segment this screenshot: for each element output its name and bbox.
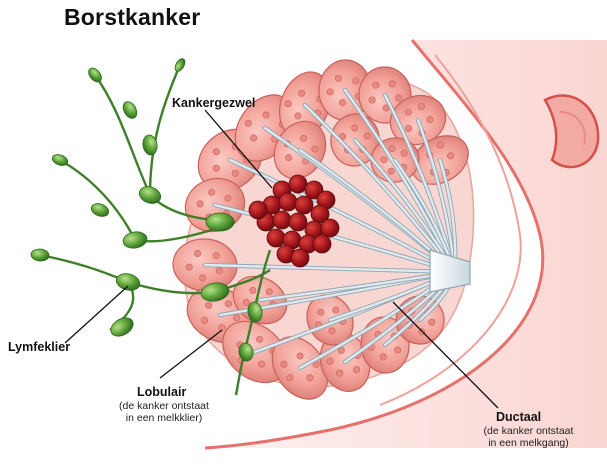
lobular-label: Lobulair <box>137 385 186 399</box>
leader-lobular <box>160 330 222 378</box>
lobular-description: (de kanker ontstaat in een melkklier) <box>84 400 244 424</box>
tumor-cell <box>291 249 309 267</box>
tumor-cell <box>313 235 331 253</box>
ductal-description: (de kanker ontstaat in een melkgang) <box>456 425 601 449</box>
page-title: Borstkanker <box>64 4 200 31</box>
tumor-cell <box>289 175 307 193</box>
lymph-node <box>173 57 187 73</box>
lymph-node <box>108 314 137 340</box>
tumor-cell <box>321 219 339 237</box>
lymph-node <box>86 66 104 85</box>
tumor-cell <box>279 193 297 211</box>
tumor-cell <box>267 229 285 247</box>
tumor-cell <box>273 211 291 229</box>
lymph-node-label: Lymfeklier <box>8 340 70 354</box>
lymph-node <box>122 230 148 250</box>
lymph-node <box>114 271 141 293</box>
tumor-cell <box>249 201 267 219</box>
lymph-node <box>89 201 110 218</box>
ductal-label: Ductaal <box>496 410 541 424</box>
lymph-node <box>120 99 139 121</box>
ductal-description-line1: (de kanker ontstaat <box>456 425 601 437</box>
lymph-node <box>31 248 50 262</box>
tumor-cell <box>289 213 307 231</box>
tumor-label: Kankergezwel <box>172 96 255 110</box>
ductal-description-line2: in een melkgang) <box>456 437 601 449</box>
tumor-cell <box>295 196 313 214</box>
lymph-node <box>206 213 234 231</box>
lobular-description-line1: (de kanker ontstaat <box>84 400 244 412</box>
lymph-vessel <box>150 65 180 195</box>
lobular-description-line2: in een melkklier) <box>84 412 244 424</box>
